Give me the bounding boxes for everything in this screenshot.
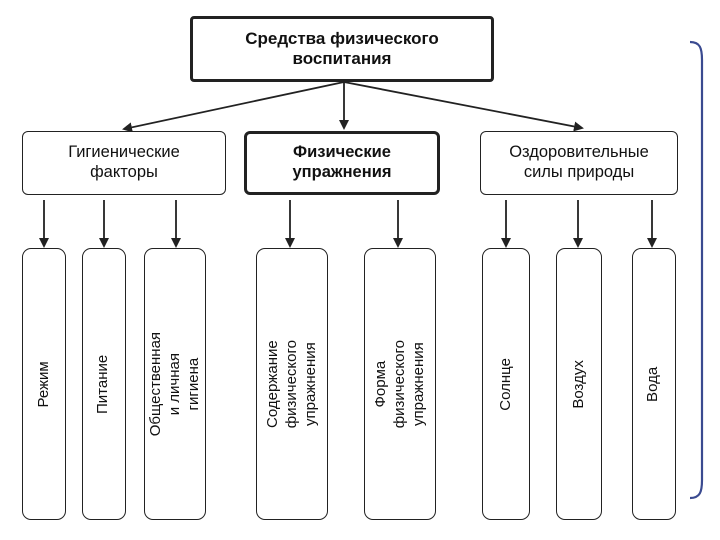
leaf-obshchestvennaya-i-lichnaya-gigiena: Общественная и личная гигиена	[144, 248, 206, 520]
leaf-voda: Вода	[632, 248, 676, 520]
arrow-root-to-gigienicheskie	[122, 81, 345, 133]
leaf-rezhim-label: Режим	[34, 360, 52, 408]
leaf-pitanie: Питание	[82, 248, 126, 520]
category-ozdorovitelnye-sily-prirody: Оздоровительные силы природы	[480, 131, 678, 195]
category-gigienicheskie-faktory-label: Гигиенические факторы	[68, 143, 180, 181]
leaf-rezhim: Режим	[22, 248, 66, 520]
leaf-obshchestvennaya-i-lichnaya-gigiena-label: Общественная и личная гигиена	[146, 331, 202, 437]
category-fizicheskie-uprazhneniya-label: Физические упражнения	[292, 143, 392, 181]
leaf-solntse: Солнце	[482, 248, 530, 520]
leaf-soderzhanie-fizicheskogo-uprazhneniya: Содержание физического упражнения	[256, 248, 328, 520]
category-ozdorovitelnye-sily-prirody-label: Оздоровительные силы природы	[509, 143, 649, 181]
leaf-soderzhanie-fizicheskogo-uprazhneniya-label: Содержание физического упражнения	[263, 339, 319, 429]
leaf-pitanie-label: Питание	[94, 354, 112, 414]
root-node: Средства физического воспитания	[190, 16, 494, 82]
leaf-solntse-label: Солнце	[496, 357, 514, 411]
right-bracket-decoration	[689, 40, 704, 500]
arrow-root-to-ozdorovitelnye	[343, 81, 584, 132]
leaf-forma-fizicheskogo-uprazhneniya: Форма физического упражнения	[364, 248, 436, 520]
root-node-label: Средства физического воспитания	[245, 28, 439, 68]
leaf-vozdukh-label: Воздух	[569, 359, 587, 409]
category-fizicheskie-uprazhneniya: Физические упражнения	[244, 131, 440, 195]
leaf-vozdukh: Воздух	[556, 248, 602, 520]
leaf-voda-label: Вода	[644, 366, 662, 402]
leaf-forma-fizicheskogo-uprazhneniya-label: Форма физического упражнения	[371, 339, 427, 429]
category-gigienicheskie-faktory: Гигиенические факторы	[22, 131, 226, 195]
